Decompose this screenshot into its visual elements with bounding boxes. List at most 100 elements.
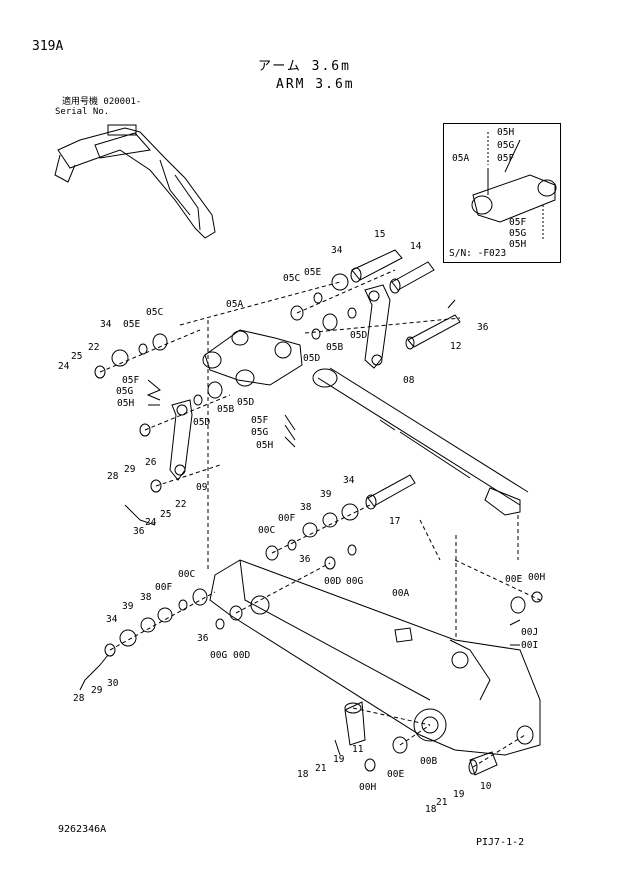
callout: 05G <box>497 140 515 151</box>
callout: 05A <box>452 153 470 164</box>
callout: 28 <box>107 471 119 482</box>
callout: 34 <box>106 614 118 625</box>
callout: 00C <box>258 525 276 536</box>
callout: 21 <box>315 763 327 774</box>
callout: 11 <box>352 744 364 755</box>
serial-note-en: Serial No. <box>55 107 110 117</box>
callout: 00J <box>521 627 539 638</box>
inset-serial-label: S/N: -F023 <box>449 248 507 259</box>
link-09 <box>169 399 193 481</box>
page-code: 319A <box>32 39 64 54</box>
callout: 05H <box>509 239 527 250</box>
bushings-upper <box>94 273 357 493</box>
callout: 09 <box>196 482 208 493</box>
callout: 22 <box>175 499 187 510</box>
callout: 05G <box>509 228 527 239</box>
callout: 05D <box>237 397 255 408</box>
callout: 05C <box>283 273 301 284</box>
bushings-lower <box>104 503 543 776</box>
callout: 36 <box>477 322 489 333</box>
machine-thumbnail-icon <box>54 124 216 239</box>
callout: 00G <box>346 576 364 587</box>
callout: 00E <box>505 574 523 585</box>
callout: 05H <box>497 127 515 138</box>
callout: 00I <box>521 640 539 651</box>
callout: 05B <box>326 342 344 353</box>
callout: 25 <box>71 351 83 362</box>
callout: 08 <box>403 375 415 386</box>
callout: 24 <box>145 517 157 528</box>
callout: 05G <box>251 427 269 438</box>
callout: 28 <box>73 693 85 704</box>
arm-body-00a <box>209 559 541 756</box>
callout: 00C <box>178 569 196 580</box>
callout: 15 <box>374 229 386 240</box>
drawing-number: 9262346A <box>58 824 107 835</box>
callout: 05C <box>146 307 164 318</box>
callout: 36 <box>197 633 209 644</box>
callout: 34 <box>331 245 343 256</box>
link-08 <box>364 284 391 369</box>
sheet-code: PIJ7-1-2 <box>476 837 525 848</box>
callout: 24 <box>58 361 70 372</box>
callout: 29 <box>124 464 136 475</box>
callout: 00A <box>392 588 410 599</box>
title-japanese: アーム 3.6m <box>258 59 351 74</box>
callout: 36 <box>133 526 145 537</box>
callout: 05A <box>226 299 244 310</box>
callout: 38 <box>140 592 152 603</box>
callout: 05E <box>123 319 141 330</box>
bracket-leaders <box>79 379 521 756</box>
callout: 22 <box>88 342 100 353</box>
callout: 05D <box>303 353 321 364</box>
callout: 12 <box>450 341 462 352</box>
inset-bracket-drawing <box>471 132 557 240</box>
callout: 00D <box>233 650 251 661</box>
callout: 05D <box>350 330 368 341</box>
assembly-centerlines <box>99 269 541 768</box>
callout: 05G <box>116 386 134 397</box>
callout: 30 <box>107 678 119 689</box>
callout: 26 <box>145 457 157 468</box>
callout: 00F <box>278 513 296 524</box>
callout: 29 <box>91 685 103 696</box>
title-english: ARM 3.6m <box>276 77 355 92</box>
serial-note-jp: 適用号機 020001- <box>62 97 142 107</box>
callout: 05D <box>193 417 211 428</box>
callout: 05F <box>122 375 140 386</box>
callout: 18 <box>297 769 309 780</box>
callout: 36 <box>299 554 311 565</box>
callout: 00F <box>155 582 173 593</box>
callout: 18 <box>425 804 437 815</box>
inset-variant-box <box>443 123 561 263</box>
link-bracket-05a <box>202 329 303 387</box>
callout: 10 <box>480 781 492 792</box>
pins <box>350 249 461 510</box>
callout: 25 <box>160 509 172 520</box>
callout: 34 <box>343 475 355 486</box>
callout: 00G <box>210 650 228 661</box>
callout: 34 <box>100 319 112 330</box>
callout: 00E <box>387 769 405 780</box>
callout: 00H <box>359 782 377 793</box>
callout: 00H <box>528 572 546 583</box>
callout: 05F <box>509 217 527 228</box>
callout: 05B <box>217 404 235 415</box>
callout: 05F <box>497 153 515 164</box>
arm-cylinder <box>312 367 529 516</box>
callout: 05H <box>256 440 274 451</box>
callout: 39 <box>320 489 332 500</box>
callout: 38 <box>300 502 312 513</box>
callout: 19 <box>453 789 465 800</box>
callout: 17 <box>389 516 401 527</box>
callout: 21 <box>436 797 448 808</box>
callout: 05F <box>251 415 269 426</box>
callout: 00B <box>420 756 438 767</box>
callout: 00D <box>324 576 342 587</box>
callout: 05E <box>304 267 322 278</box>
callout: 39 <box>122 601 134 612</box>
callout: 14 <box>410 241 422 252</box>
callout: 19 <box>333 754 345 765</box>
